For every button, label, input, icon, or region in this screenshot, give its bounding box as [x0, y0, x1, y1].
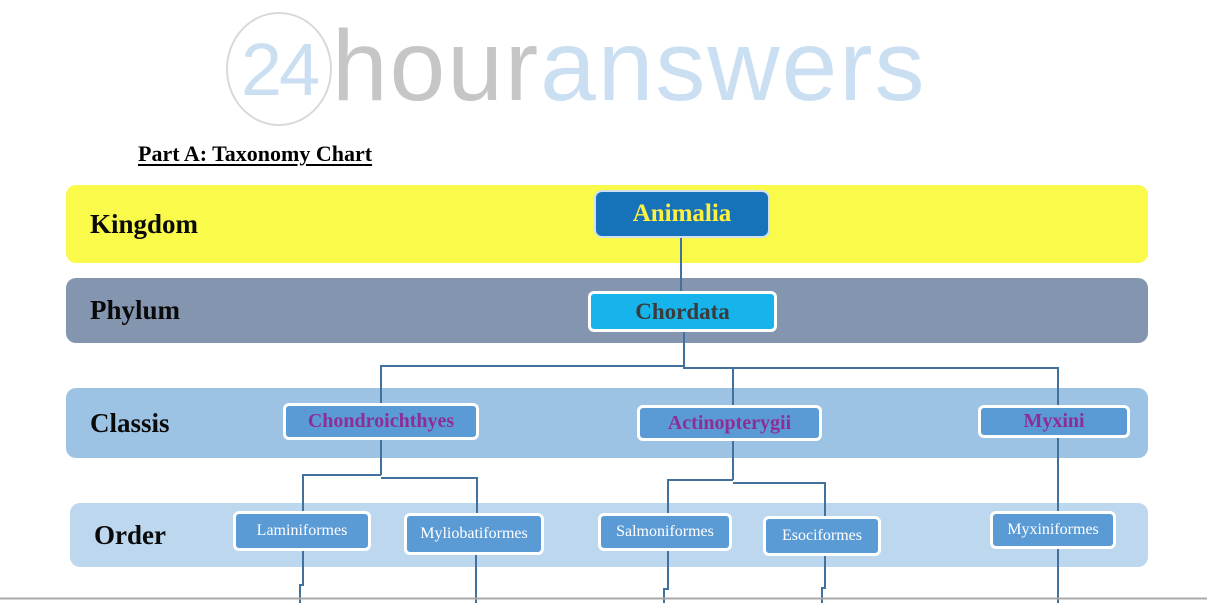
row-label-kingdom: Kingdom: [90, 208, 199, 239]
node-myxiniformes: Myxiniformes: [990, 511, 1116, 549]
node-myxini: Myxini: [978, 405, 1130, 438]
node-actinopterygii: Actinopterygii: [637, 405, 822, 441]
node-chondroichthyes: Chondroichthyes: [283, 403, 479, 440]
row-label-order: Order: [94, 519, 166, 550]
site-logo: 24 hour answers: [226, 12, 927, 126]
node-esociformes: Esociformes: [763, 516, 881, 556]
logo-word-answers: answers: [540, 10, 927, 122]
logo-word-hour: hour: [332, 10, 541, 122]
row-label-classis: Classis: [90, 407, 170, 438]
node-laminiformes: Laminiformes: [233, 511, 371, 551]
node-chordata: Chordata: [588, 291, 777, 332]
logo-24-badge: 24: [226, 12, 332, 126]
node-myliobatiformes: Myliobatiformes: [404, 513, 544, 555]
node-animalia: Animalia: [594, 190, 770, 238]
row-label-phylum: Phylum: [90, 295, 181, 325]
node-salmoniformes: Salmoniformes: [598, 513, 732, 551]
section-heading: Part A: Taxonomy Chart: [138, 141, 373, 166]
